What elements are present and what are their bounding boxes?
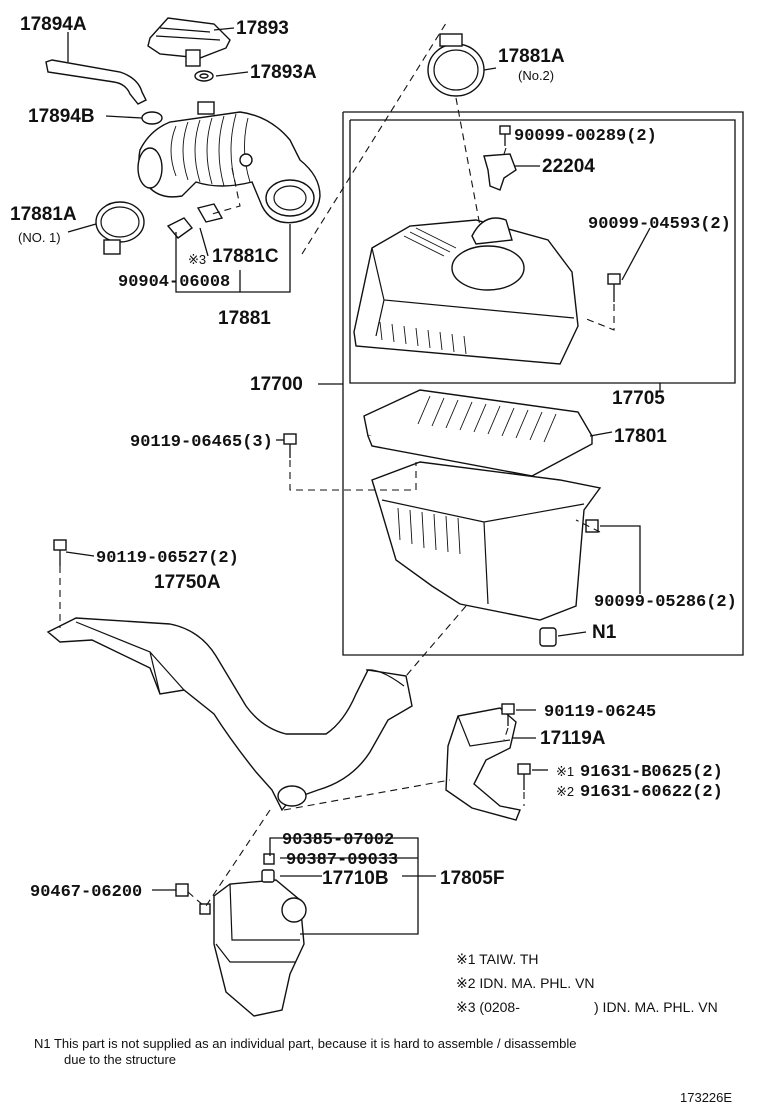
bolt-90099-04593-drawing — [607, 273, 621, 302]
label-17881A-no1: 17881A — [10, 204, 77, 225]
bolt-90119-06245-drawing — [501, 703, 515, 726]
duct-17750A-drawing — [46, 617, 413, 812]
clamp-17881A-no1-drawing — [95, 201, 145, 255]
bolt-90119-06465-drawing — [283, 433, 297, 458]
sensor-22204-drawing — [483, 153, 517, 191]
label-17705: 17705 — [612, 388, 665, 409]
assembly-dashed-lines — [59, 19, 615, 907]
legend-line-1: ※1 TAIW. TH — [456, 951, 539, 967]
label-90099-00289: 90099-00289(2) — [514, 127, 657, 146]
label-90387-09033: 90387-09033 — [286, 851, 398, 870]
air-cleaner-assembly-frame — [342, 111, 744, 656]
clamp-17881A-no2-drawing — [427, 33, 485, 97]
legend-line-3a: ※3 (0208- — [456, 999, 520, 1015]
part-labels: 17894A 17893 17893A 17894B 17881A (NO. 1… — [10, 14, 737, 902]
part-N1-drawing — [539, 627, 557, 647]
label-17805F: 17805F — [440, 868, 504, 889]
label-17893A: 17893A — [250, 62, 317, 83]
fitting-90385-drawing — [263, 853, 275, 865]
leader-lines — [65, 27, 661, 935]
label-90099-05286: 90099-05286(2) — [594, 593, 737, 612]
hose-17894A-drawing — [45, 59, 147, 105]
label-17881A-no2-sub: (No.2) — [518, 68, 554, 83]
bolt-90099-00289-drawing — [499, 125, 511, 146]
intake-hose-17881-drawing — [137, 101, 321, 224]
upper-case-17705-drawing — [353, 217, 579, 365]
label-17881A-no2: 17881A — [498, 46, 565, 67]
footnote: N1 This part is not supplied as an indiv… — [34, 1036, 576, 1067]
legend: ※1 TAIW. TH ※2 IDN. MA. PHL. VN ※3 (0208… — [456, 951, 718, 1015]
label-90467-06200: 90467-06200 — [30, 883, 142, 902]
label-91631-60622: 91631-60622(2) — [580, 783, 723, 802]
label-17881: 17881 — [218, 308, 271, 329]
footnote-line-2: due to the structure — [64, 1052, 176, 1067]
label-90119-06465: 90119-06465(3) — [130, 433, 273, 452]
cap-17710B-drawing — [261, 869, 275, 883]
label-17894B: 17894B — [28, 106, 95, 127]
label-17893: 17893 — [236, 18, 289, 39]
connector-17881C-drawing — [166, 203, 224, 239]
label-90099-04593: 90099-04593(2) — [588, 215, 731, 234]
label-17710B: 17710B — [322, 868, 389, 889]
label-91631-B0625: 91631-B0625(2) — [580, 763, 723, 782]
label-17801: 17801 — [614, 426, 667, 447]
label-22204: 22204 — [542, 156, 595, 177]
cap-17893-drawing — [147, 17, 231, 67]
label-17700: 17700 — [250, 374, 303, 395]
label-17881C-mark: ※3 — [188, 252, 206, 267]
label-91631-60622-mark: ※2 — [556, 784, 574, 799]
label-N1: N1 — [592, 622, 617, 643]
bolt-91631-drawing — [517, 763, 531, 790]
label-90385-07002: 90385-07002 — [282, 831, 394, 850]
legend-line-2: ※2 IDN. MA. PHL. VN — [456, 975, 595, 991]
screw-90467-drawing — [175, 883, 211, 915]
label-91631-B0625-mark: ※1 — [556, 764, 574, 779]
label-90119-06527: 90119-06527(2) — [96, 549, 239, 568]
filter-17801-drawing — [363, 389, 593, 477]
lower-case-drawing — [371, 461, 602, 621]
label-90904-06008: 90904-06008 — [118, 273, 230, 292]
label-90119-06245: 90119-06245 — [544, 703, 656, 722]
diagram-id: 173226E — [680, 1090, 732, 1105]
label-17119A: 17119A — [540, 728, 606, 749]
label-17894A: 17894A — [20, 14, 87, 35]
bolt-90119-06527-drawing — [53, 539, 67, 566]
label-17881C: 17881C — [212, 246, 279, 267]
resonator-17805F-drawing — [213, 879, 307, 1017]
label-17750A: 17750A — [154, 572, 221, 593]
clamp-17894B-drawing — [141, 111, 163, 125]
footnote-line-1: N1 This part is not supplied as an indiv… — [34, 1036, 576, 1051]
label-17881A-no1-sub: (NO. 1) — [18, 230, 61, 245]
bracket-17119A-drawing — [445, 707, 521, 821]
grommet-17893A-drawing — [194, 70, 214, 82]
legend-line-3b: ) IDN. MA. PHL. VN — [594, 999, 718, 1015]
